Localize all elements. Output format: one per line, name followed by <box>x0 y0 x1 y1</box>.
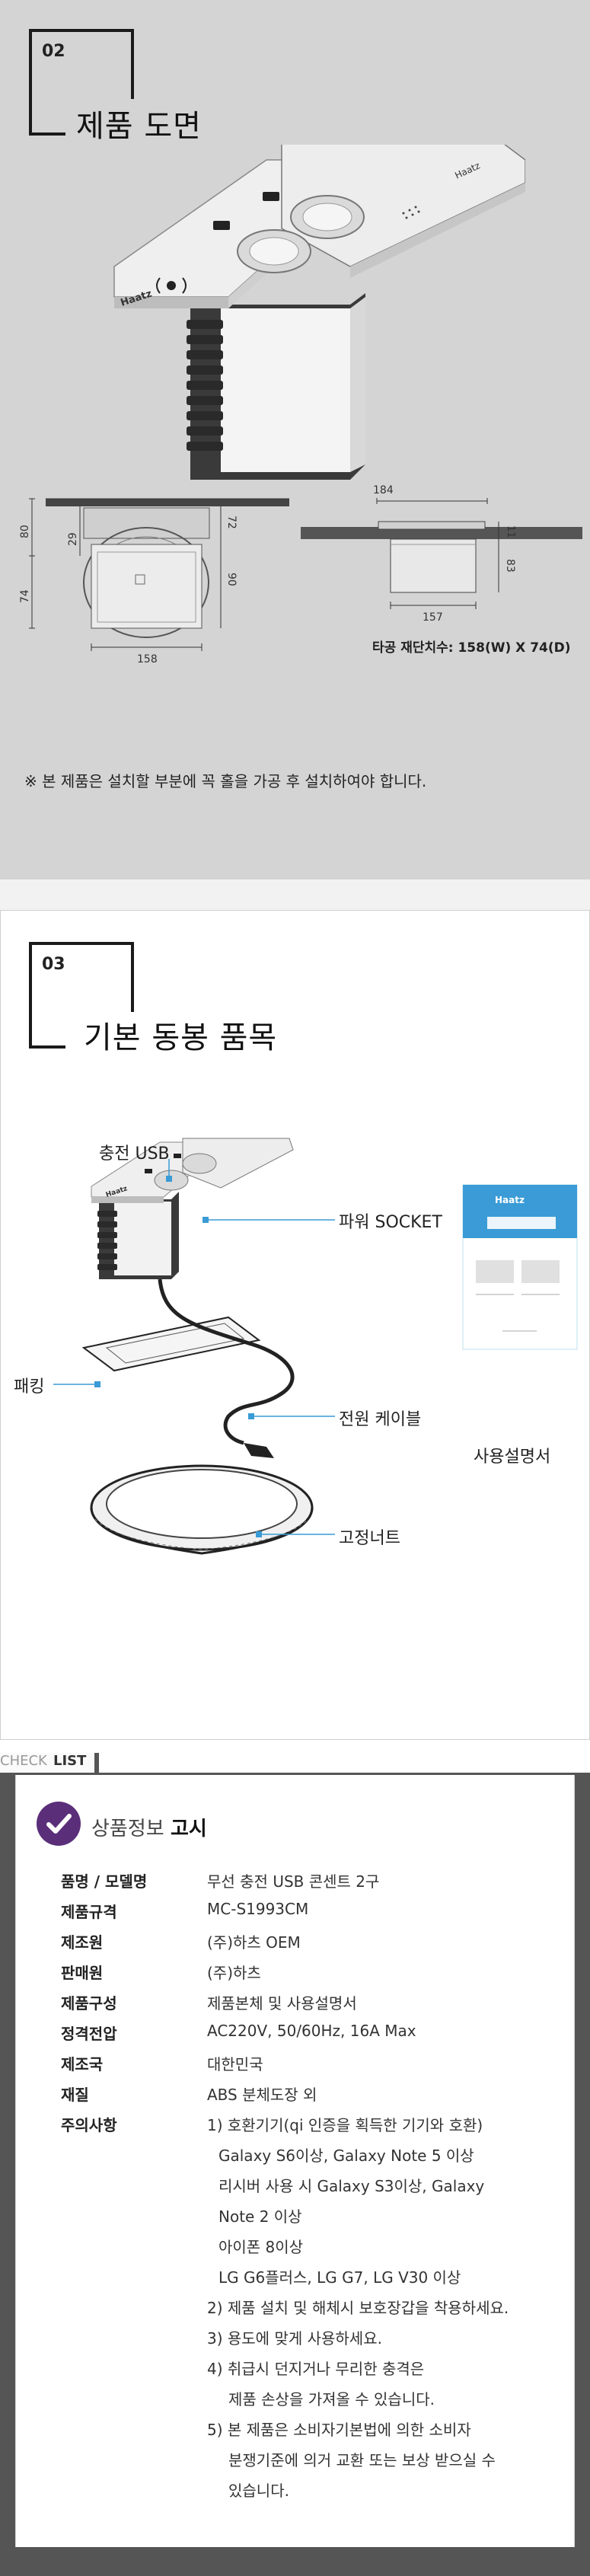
dim-90: 90 <box>225 573 238 586</box>
heading-bracket-top <box>29 29 134 32</box>
heading-bracket-bottom <box>29 132 65 136</box>
label-nut: 고정너트 <box>339 1529 400 1548</box>
heading-bold: 고시 <box>170 1818 207 1840</box>
info-key: 판매원 <box>61 1964 104 1982</box>
info-key: 제조원 <box>61 1933 104 1952</box>
checklist-tab-thin: CHECK <box>0 1753 47 1769</box>
bundled-items-illustration: Haatz Haatz <box>53 1138 578 1555</box>
checklist-tab <box>0 1753 99 1773</box>
info-value: (주)하츠 <box>207 1964 261 1982</box>
cut-size-label: 타공 재단치수: 158(W) X 74(D) <box>372 640 571 656</box>
section-number: 02 <box>42 42 65 61</box>
info-value: 1) 호환기기(qi 인증을 획득한 기기와 호환) <box>207 2116 483 2134</box>
caution-line: 제품 손상을 가져올 수 있습니다. <box>228 2390 435 2408</box>
label-usb: 충전 USB <box>99 1144 170 1164</box>
installation-note: ※ 본 제품은 설치할 부분에 꼭 홀을 가공 후 설치하여야 합니다. <box>24 772 427 790</box>
caution-line: Galaxy S6이상, Galaxy Note 5 이상 <box>218 2147 474 2165</box>
info-key: 제품구성 <box>61 1994 117 2013</box>
dim-184: 184 <box>373 484 394 496</box>
dim-29: 29 <box>67 532 79 546</box>
svg-text:Haatz: Haatz <box>495 1195 525 1205</box>
checklist-tab-bold: LIST <box>53 1753 87 1769</box>
heading-bracket-right <box>131 29 134 99</box>
caution-line: 4) 취급시 던지거나 무리한 충격은 <box>207 2360 425 2378</box>
dim-158: 158 <box>137 653 158 666</box>
section-number: 03 <box>42 955 65 974</box>
check-icon <box>37 1802 81 1846</box>
info-key: 정격전압 <box>61 2025 117 2043</box>
info-value: MC-S1993CM <box>207 1900 309 1918</box>
checklist-card <box>15 1775 575 2576</box>
label-cable: 전원 케이블 <box>339 1410 422 1429</box>
product-illustration: Haatz Haatz <box>113 145 525 480</box>
caution-line: 5) 본 제품은 소비자기본법에 의한 소비자 <box>207 2421 471 2439</box>
front-view-drawing: 80 29 74 72 90 158 <box>19 498 289 666</box>
dim-80: 80 <box>19 525 31 538</box>
checklist-footer-bar <box>0 2547 590 2576</box>
caution-line: 분쟁기준에 의거 교환 또는 보상 받으실 수 <box>228 2451 496 2469</box>
caution-line: 있습니다. <box>228 2482 289 2500</box>
info-value: 제품본체 및 사용설명서 <box>207 1994 357 2013</box>
info-value: 대한민국 <box>207 2055 263 2073</box>
dim-11: 11 <box>505 525 516 538</box>
caution-line: Note 2 이상 <box>218 2207 302 2226</box>
info-key: 주의사항 <box>61 2116 117 2134</box>
heading-bracket-right <box>131 942 134 1012</box>
caution-line: 3) 용도에 맞게 사용하세요. <box>207 2329 382 2348</box>
product-info-heading: 상품정보 고시 <box>91 1813 207 1841</box>
info-key: 품명 / 모델명 <box>61 1872 148 1891</box>
heading-bracket-top <box>29 942 134 945</box>
dim-74: 74 <box>19 589 31 603</box>
section-title: 기본 동봉 품목 <box>84 1020 278 1055</box>
checklist-divider <box>0 1772 590 1775</box>
heading-bracket-left <box>29 942 32 1049</box>
side-view-drawing: 184 11 83 157 <box>301 484 582 624</box>
dim-72: 72 <box>225 516 238 529</box>
info-key: 재질 <box>61 2086 89 2104</box>
heading-bracket-left <box>29 29 32 136</box>
dim-157: 157 <box>423 611 443 624</box>
caution-line: LG G6플러스, LG G7, LG V30 이상 <box>218 2268 461 2287</box>
label-socket: 파워 SOCKET <box>339 1213 442 1232</box>
dim-83: 83 <box>504 559 516 573</box>
info-key: 제조국 <box>61 2055 104 2073</box>
section-title: 제품 도면 <box>76 109 202 144</box>
heading-bracket-bottom <box>29 1045 65 1049</box>
info-value: ABS 분체도장 외 <box>207 2086 317 2104</box>
label-packing: 패킹 <box>14 1377 45 1397</box>
label-manual: 사용설명서 <box>474 1448 551 1467</box>
info-value: 무선 충전 USB 콘센트 2구 <box>207 1872 380 1891</box>
info-value: (주)하츠 OEM <box>207 1933 301 1952</box>
caution-line: 2) 제품 설치 및 해체시 보호장갑을 착용하세요. <box>207 2299 509 2317</box>
caution-line: 아이폰 8이상 <box>218 2238 304 2256</box>
caution-line: 리시버 사용 시 Galaxy S3이상, Galaxy <box>218 2177 485 2195</box>
info-key: 제품규격 <box>61 1903 117 1921</box>
heading-thin: 상품정보 <box>91 1818 164 1840</box>
info-value: AC220V, 50/60Hz, 16A Max <box>207 2022 416 2040</box>
